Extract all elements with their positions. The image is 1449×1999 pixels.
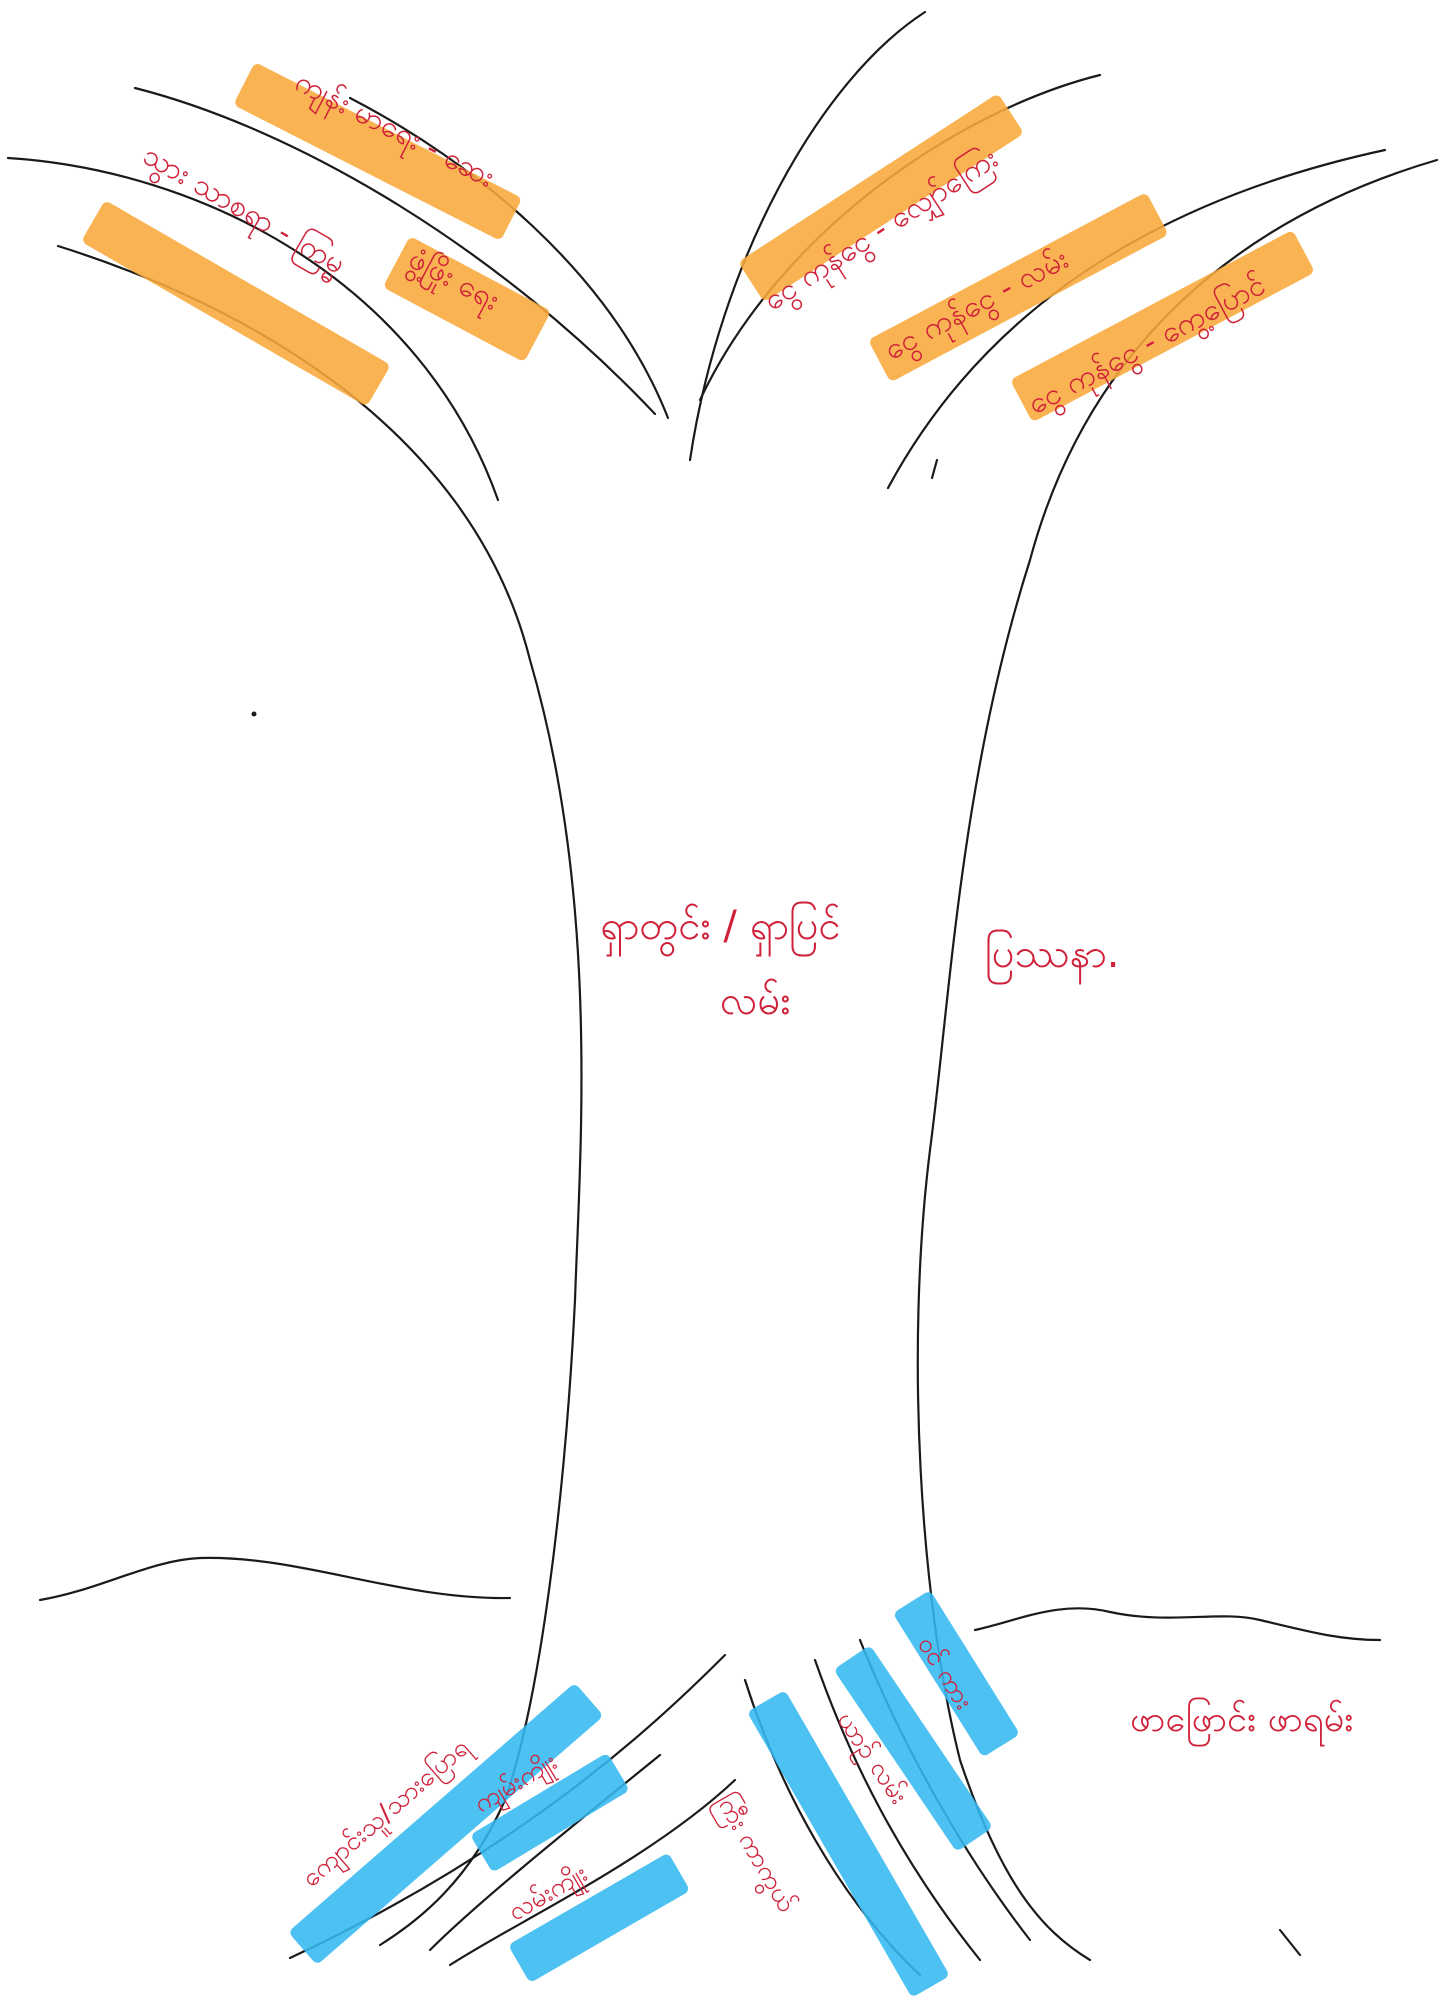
branch-line	[932, 460, 937, 478]
trunk-right-outline	[918, 160, 1437, 1960]
causes-label: ဖာဖြောင်း ဖာရမ်း	[1130, 1695, 1353, 1749]
trunk-left-outline	[58, 246, 581, 1945]
ground-line	[975, 1608, 1380, 1640]
ink-dot	[252, 712, 257, 717]
problem-label: ပြဿနာ.	[985, 928, 1120, 987]
trunk-label-line1: ရှာတွင်း / ရှာပြင်	[600, 900, 841, 959]
ground-line	[40, 1558, 510, 1600]
root-line	[1280, 1930, 1300, 1955]
trunk-label-line2: လမ်း	[720, 975, 791, 1034]
